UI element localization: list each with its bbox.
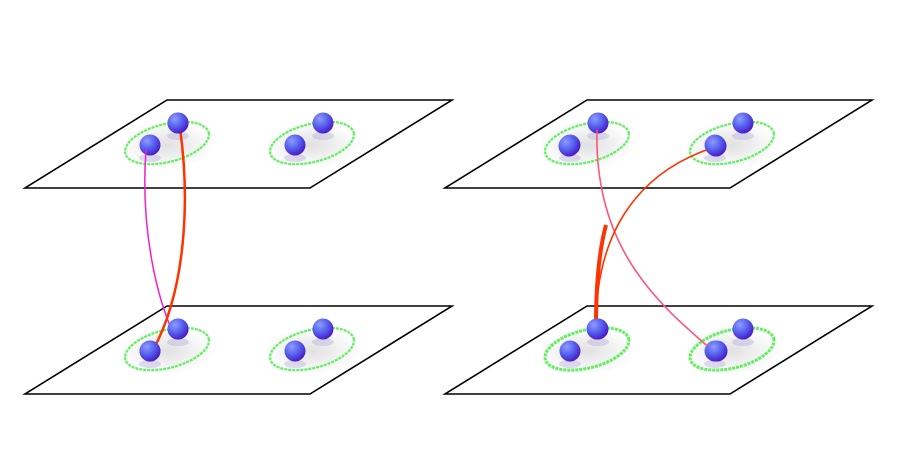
cluster-ring xyxy=(688,120,776,166)
node-sphere xyxy=(732,112,754,134)
left-panel xyxy=(22,99,455,395)
sphere-reflection xyxy=(587,338,609,346)
top-layer xyxy=(22,99,455,189)
node-sphere xyxy=(312,112,334,134)
sphere-reflection xyxy=(587,132,609,140)
top-layer xyxy=(442,99,875,189)
sphere-reflection xyxy=(312,132,334,140)
sphere-reflection xyxy=(559,360,581,368)
sphere-reflection xyxy=(732,338,754,346)
node-sphere xyxy=(586,318,608,340)
node-sphere xyxy=(705,135,727,157)
node-sphere xyxy=(167,318,189,340)
sphere-reflection xyxy=(312,338,334,346)
sphere-reflection xyxy=(559,154,581,162)
cluster-ring xyxy=(543,326,631,372)
node-sphere xyxy=(139,134,161,156)
sphere-reflection xyxy=(167,132,189,140)
node-sphere xyxy=(587,112,609,134)
node-sphere xyxy=(559,340,581,362)
cluster xyxy=(264,318,360,375)
sphere-reflection xyxy=(284,154,306,162)
node-sphere xyxy=(139,340,161,362)
sphere-reflection xyxy=(139,154,161,162)
cluster-ring xyxy=(268,120,356,166)
sphere-reflection xyxy=(704,360,726,368)
node-sphere xyxy=(558,135,580,157)
sphere-reflection xyxy=(284,360,306,368)
node-sphere xyxy=(312,318,334,340)
node-sphere xyxy=(167,112,189,134)
cluster-ring xyxy=(688,326,776,372)
cluster-ring xyxy=(543,120,631,166)
link-red-thick xyxy=(594,224,608,326)
node-sphere xyxy=(706,340,728,362)
link-red xyxy=(151,127,187,351)
link-pink xyxy=(596,129,713,351)
layer-plane xyxy=(442,99,875,189)
right-panel xyxy=(442,99,875,395)
cluster xyxy=(264,112,360,169)
layer-plane xyxy=(442,305,875,395)
sphere-reflection xyxy=(732,132,754,140)
layer-plane xyxy=(22,99,455,189)
cluster-ring xyxy=(268,326,356,372)
bottom-layer xyxy=(442,305,875,395)
sphere-reflection xyxy=(704,154,726,162)
node-sphere xyxy=(732,318,754,340)
node-sphere xyxy=(284,134,306,156)
sphere-reflection xyxy=(167,338,189,346)
sphere-reflection xyxy=(139,360,161,368)
cluster-ring xyxy=(123,326,211,372)
node-sphere xyxy=(284,340,306,362)
cluster-ring xyxy=(123,120,211,166)
bottom-layer xyxy=(22,305,455,395)
layer-plane xyxy=(22,305,455,395)
